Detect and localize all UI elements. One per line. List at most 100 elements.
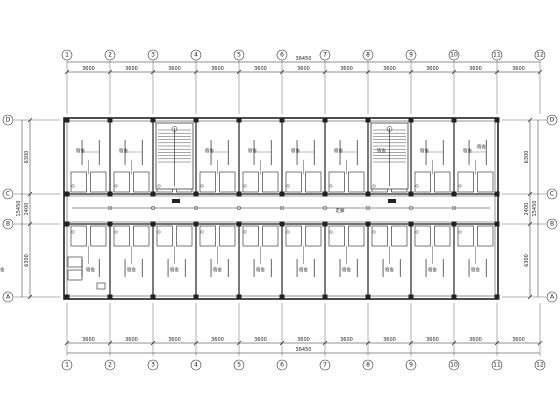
bathroom-south (371, 225, 388, 247)
bathroom-north (242, 171, 259, 193)
outlet-symbol (372, 230, 376, 234)
left-segment-dimension: 2400 (24, 203, 30, 216)
bathroom-south (348, 225, 365, 247)
bathroom-south (285, 225, 302, 247)
column (193, 191, 199, 197)
bathroom-north (285, 171, 302, 193)
grid-number-bottom: 7 (323, 362, 327, 369)
grid-number-bottom: 11 (493, 362, 501, 369)
stair-marker (386, 126, 393, 132)
dimension-tick (150, 340, 156, 346)
bathroom-south (133, 225, 150, 247)
bed (67, 269, 83, 281)
grid-number-top: 1 (65, 52, 69, 59)
dimension-tick (527, 294, 533, 300)
grid-letter-right: A (550, 294, 555, 301)
bottom-bay-dimension: 3600 (82, 337, 95, 343)
grid-number-bottom-circle (190, 359, 202, 371)
grid-letter-right-circle (546, 218, 558, 230)
column (322, 294, 328, 300)
desk (96, 282, 106, 290)
column (193, 294, 199, 300)
bottom-bay-dimension: 3600 (168, 337, 181, 343)
dimension-tick (193, 340, 199, 346)
left-overall-dimension: 15450 (16, 201, 22, 217)
grid-letter-right-circle (546, 188, 558, 200)
outlet-symbol (200, 230, 204, 234)
grid-number-top-circle (276, 49, 288, 61)
grid-number-bottom-circle (104, 359, 116, 371)
bathroom-south (305, 225, 322, 247)
bathroom-north (414, 171, 431, 193)
outlet-symbol (415, 230, 419, 234)
grid-number-bottom: 9 (409, 362, 413, 369)
bathroom-north (477, 171, 494, 193)
bottom-bay-dimension: 3600 (211, 337, 224, 343)
bathroom-north (90, 171, 107, 193)
grid-letter-left-circle (2, 218, 14, 230)
corridor-light (107, 205, 113, 211)
outlet-symbol (458, 184, 462, 188)
dimension-tick (193, 69, 199, 75)
bathroom-south (219, 225, 236, 247)
column (451, 117, 457, 123)
dimension-tick (408, 340, 414, 346)
grid-number-bottom: 4 (194, 362, 198, 369)
grid-number-bottom: 2 (108, 362, 112, 369)
grid-number-bottom: 12 (536, 362, 544, 369)
dimension-tick (365, 340, 371, 346)
column (494, 117, 500, 123)
column (150, 191, 156, 197)
corridor-light (322, 205, 328, 211)
room-label-top: 宿舍 (76, 147, 85, 154)
bathroom-south (113, 225, 130, 247)
column (236, 294, 242, 300)
column (451, 294, 457, 300)
column (494, 221, 500, 227)
dimension-lines (14, 59, 546, 356)
grid-number-bottom-circle (233, 359, 245, 371)
outlet-symbol (458, 230, 462, 234)
grid-letter-left-circle (2, 188, 14, 200)
bottom-bay-dimension: 3600 (512, 337, 525, 343)
bathroom-south (477, 225, 494, 247)
grid-number-top-circle (104, 49, 116, 61)
corridor-light (150, 205, 156, 211)
grid-letter-left: C (6, 191, 10, 198)
column (408, 117, 414, 123)
dimension-tick (27, 294, 33, 300)
grid-number-top-circle (147, 49, 159, 61)
column (408, 221, 414, 227)
dimension-tick (27, 221, 33, 227)
column (107, 221, 113, 227)
top-bay-dimension: 3600 (512, 66, 525, 72)
stair-marker (171, 126, 178, 132)
outlet-symbol (200, 184, 204, 188)
bathroom-north (113, 171, 130, 193)
column (236, 221, 242, 227)
grid-number-top: 10 (450, 52, 458, 59)
grid-letter-left: D (6, 117, 11, 124)
grid-number-bottom: 6 (280, 362, 284, 369)
top-bay-dimension: 3600 (340, 66, 353, 72)
bathroom-south (457, 225, 474, 247)
outlet-symbol (114, 184, 118, 188)
grid-number-top: 6 (280, 52, 284, 59)
bathroom-north (434, 171, 451, 193)
room-label-bottom: 宿舍 (170, 266, 179, 273)
dimension-tick (451, 69, 457, 75)
grid-number-top: 5 (237, 52, 241, 59)
grid-number-top-circle (405, 49, 417, 61)
column (322, 117, 328, 123)
column (451, 221, 457, 227)
column (494, 294, 500, 300)
top-bay-dimension: 3600 (426, 66, 439, 72)
room-label-bottom: 宿舍 (385, 266, 394, 273)
dimension-tick (527, 117, 533, 123)
column (494, 191, 500, 197)
room-label-bottom: 宿舍 (127, 266, 136, 273)
grid-number-top: 12 (536, 52, 544, 59)
right-segment-dimension: 6300 (524, 254, 530, 267)
bottom-bay-dimension: 3600 (297, 337, 310, 343)
column (150, 294, 156, 300)
